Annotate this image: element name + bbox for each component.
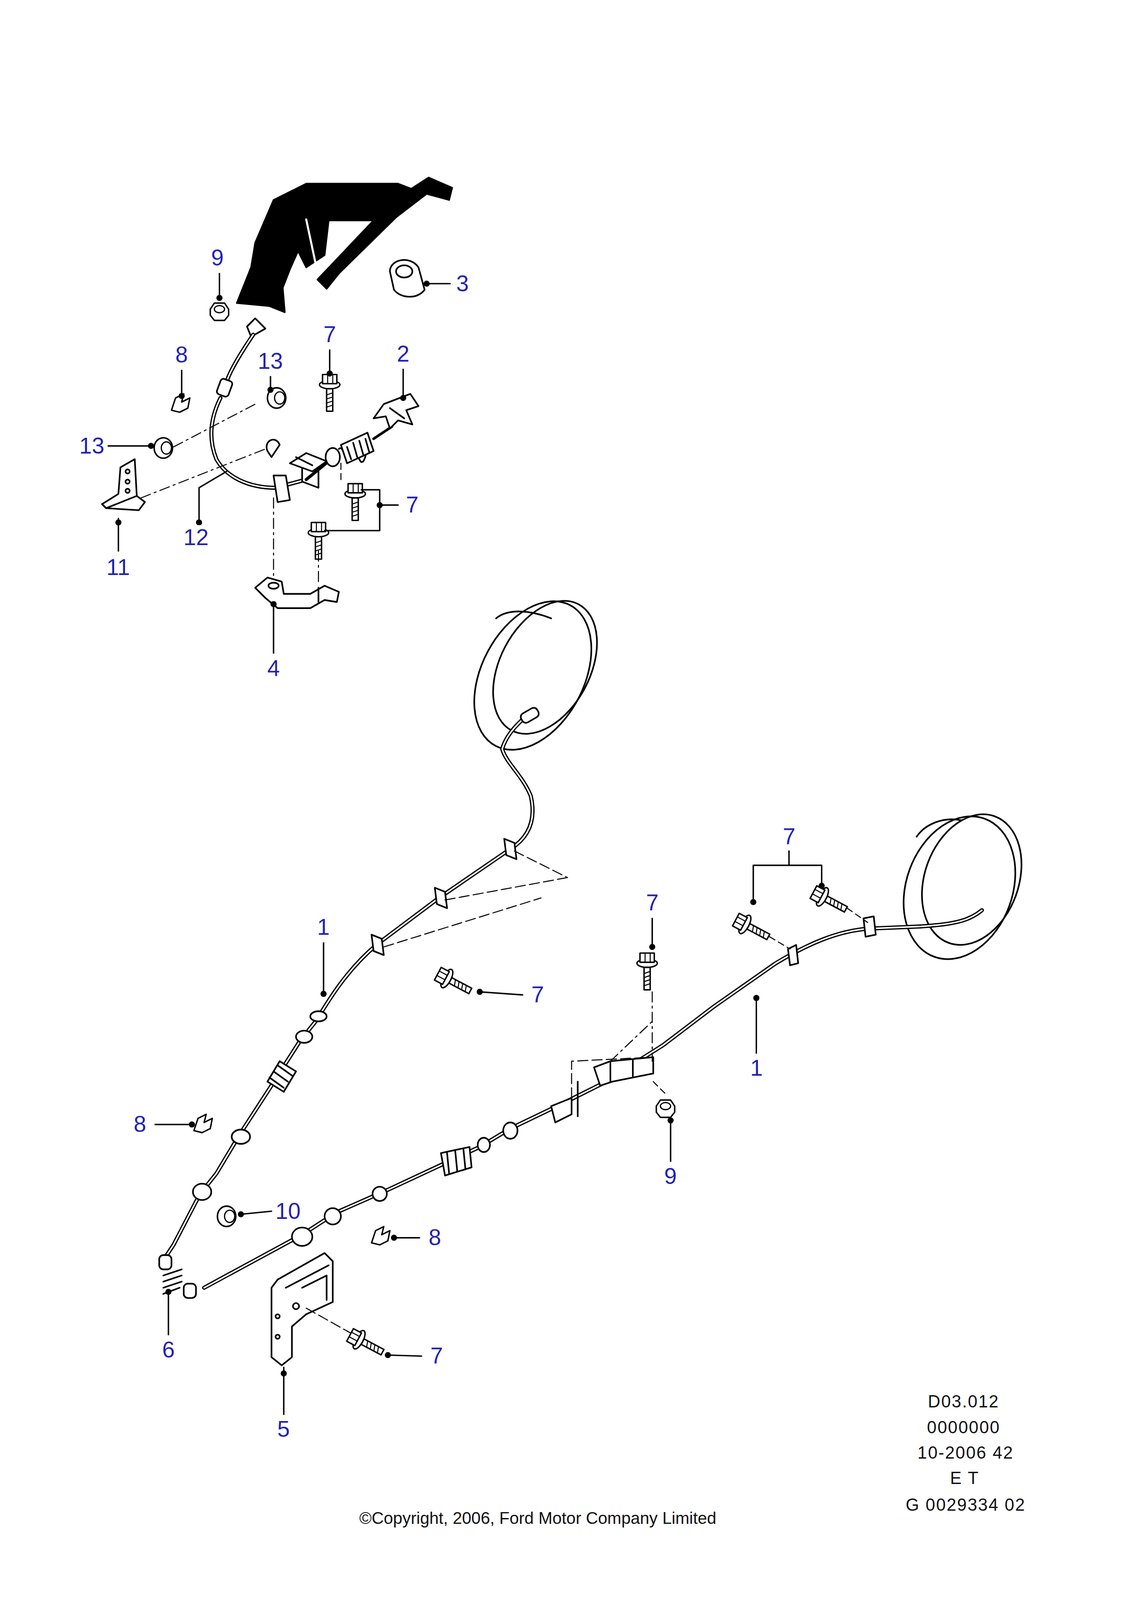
callout-number: 6	[160, 1337, 177, 1363]
callout-number: 7	[644, 890, 661, 916]
callout-number: 10	[274, 1198, 303, 1224]
callout-number: 13	[77, 433, 107, 459]
callout-number: 7	[404, 492, 420, 518]
callout-number: 5	[275, 1416, 292, 1442]
callout-number: 8	[427, 1225, 443, 1250]
reference-code: D03.012	[926, 1392, 1001, 1412]
callout-number: 2	[395, 341, 411, 367]
callout-number: 7	[530, 982, 546, 1008]
callout-number: 8	[173, 342, 190, 368]
callout-number: 3	[454, 271, 471, 297]
callout-number: 4	[265, 656, 282, 681]
copyright-caption: ©Copyright, 2006, Ford Motor Company Lim…	[357, 1509, 718, 1528]
reference-code: G 0029334 02	[904, 1495, 1028, 1515]
reference-code: E T	[948, 1468, 981, 1488]
callout-number: 8	[132, 1111, 148, 1137]
callout-number: 13	[256, 348, 285, 374]
callout-number: 1	[315, 914, 332, 940]
callout-number: 7	[429, 1343, 445, 1369]
callout-number: 7	[781, 824, 797, 850]
callout-number: 7	[322, 322, 338, 348]
callout-number: 1	[748, 1055, 765, 1081]
reference-code: 0000000	[925, 1418, 1002, 1438]
reference-code: 10-2006 42	[916, 1443, 1015, 1463]
callout-number: 12	[182, 525, 211, 551]
callout-number: 9	[209, 245, 226, 271]
callout-number: 11	[105, 554, 132, 580]
callout-number: 9	[662, 1163, 679, 1189]
